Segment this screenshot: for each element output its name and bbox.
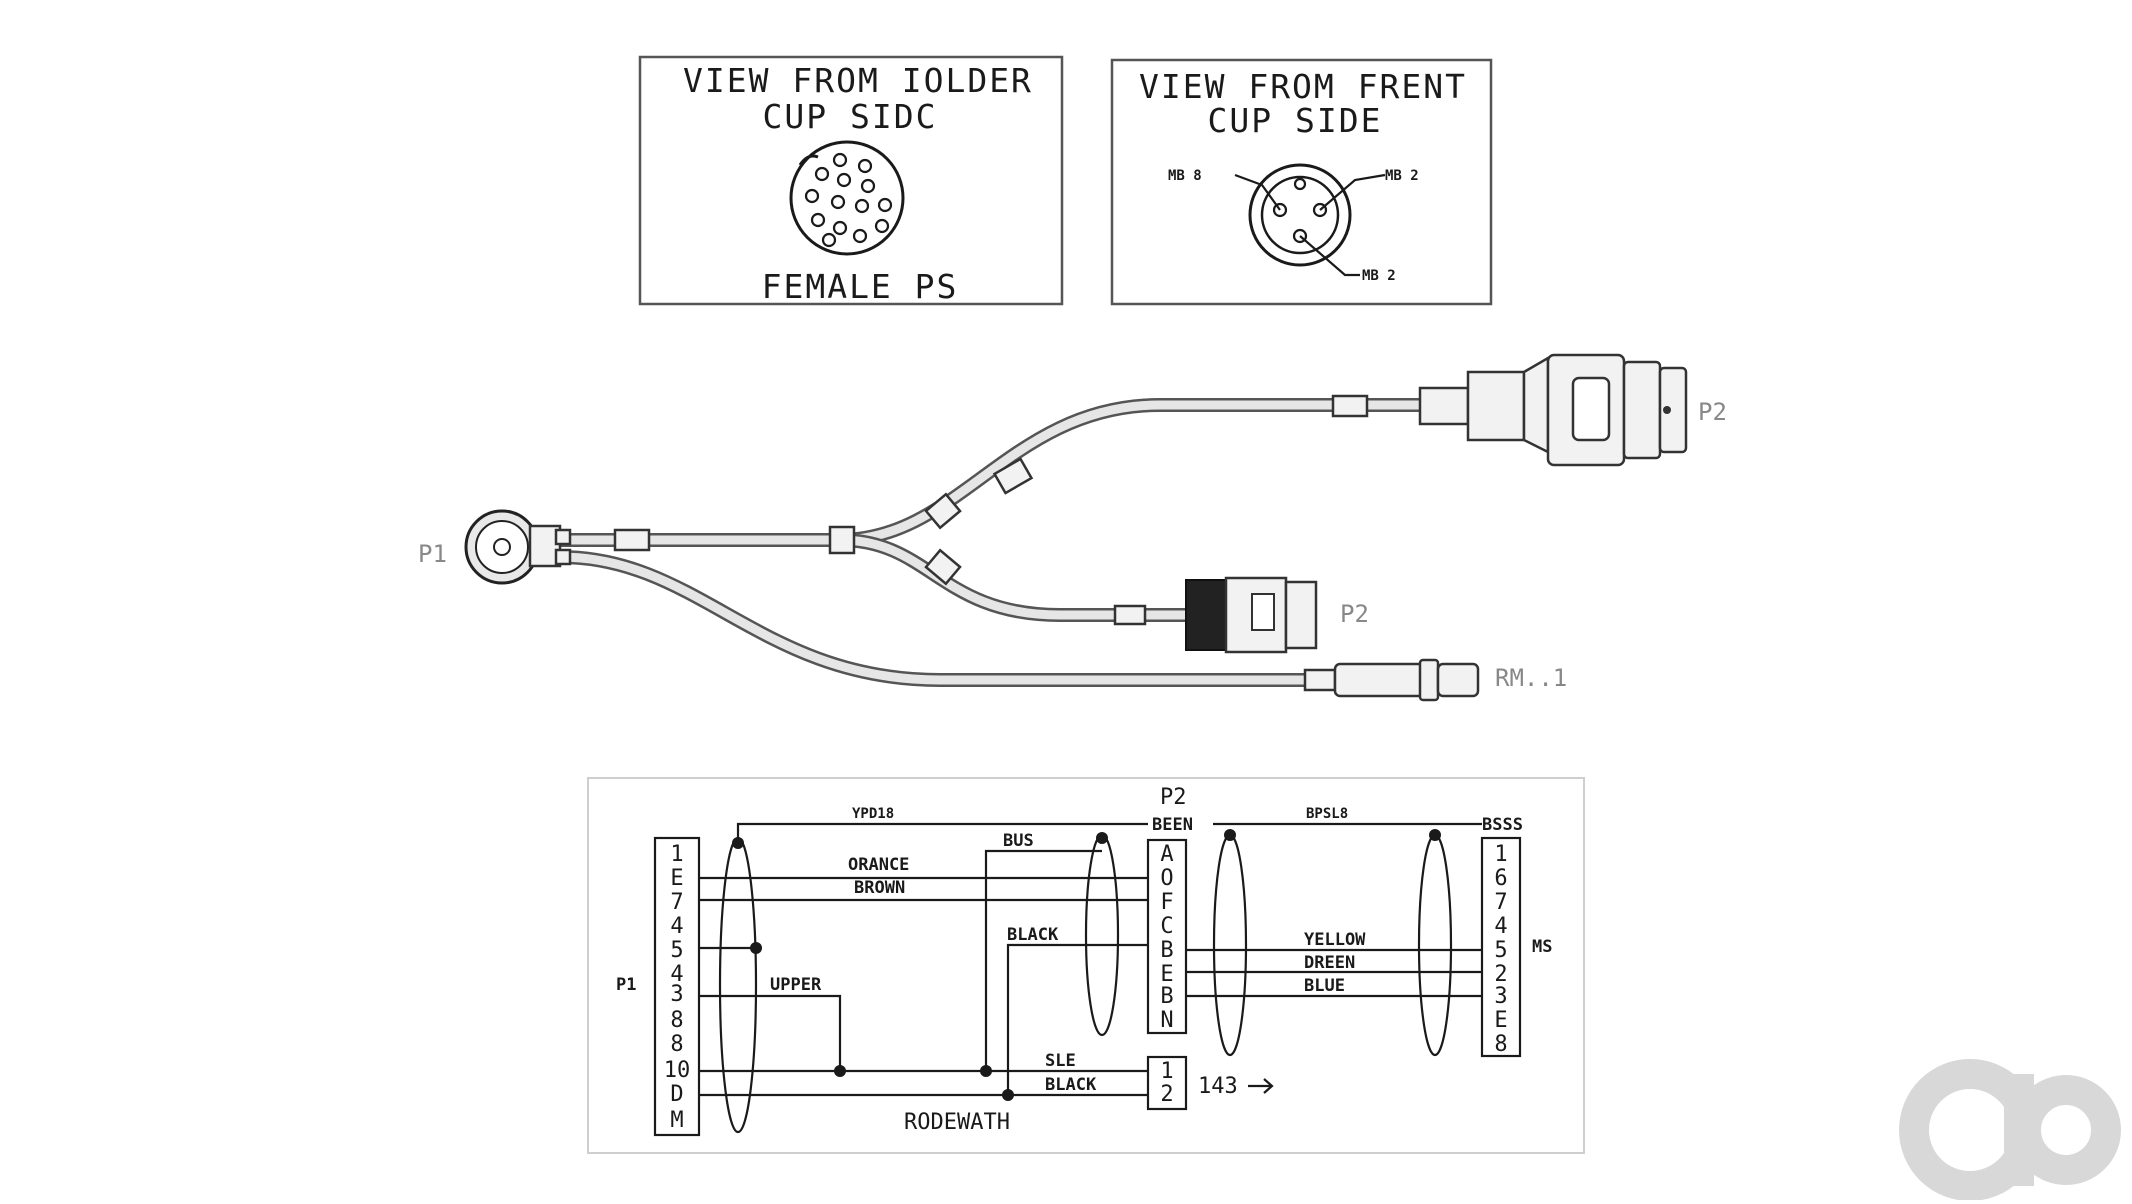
schematic-p2-label: P2 xyxy=(1160,785,1187,810)
p2-header: BEEN xyxy=(1152,815,1193,835)
detail-left-caption: FEMALE PS xyxy=(762,267,959,306)
wire-green-label: DREEN xyxy=(1304,953,1355,973)
ms-pin: 7 xyxy=(1494,890,1507,915)
p2-top-label: P2 xyxy=(1698,398,1727,426)
wire-black-low-label: BLACK xyxy=(1045,1075,1097,1095)
schematic-p1-label: P1 xyxy=(616,975,636,995)
mb-pin-label-3: MB 2 xyxy=(1362,268,1396,284)
detail-right-title-2: CUP SIDE xyxy=(1208,101,1383,140)
p1-pin: M xyxy=(670,1108,683,1133)
p2-pin: E xyxy=(1160,962,1173,987)
male-connector-face-icon xyxy=(1234,163,1386,277)
wire-black-mid-label: BLACK xyxy=(1007,925,1059,945)
wire-brown-label: BROWN xyxy=(854,878,905,898)
wire-yellow-label: YELLOW xyxy=(1304,930,1366,950)
p1-pin: 4 xyxy=(670,962,683,987)
ms-pin: 5 xyxy=(1494,938,1507,963)
p1-pin-list: 1 E 7 4 5 4 3 8 8 10 D M xyxy=(664,842,691,1133)
wiring-schematic: 1 E 7 4 5 4 3 8 8 10 D M P1 A O F C B E … xyxy=(587,777,1585,1154)
ms-pin: 1 xyxy=(1494,842,1507,867)
ms-pin: 4 xyxy=(1494,914,1507,939)
p1-pin: 8 xyxy=(670,1032,683,1057)
wire-bus-label: BUS xyxy=(1003,831,1034,851)
shield-label-left: YPD18 xyxy=(852,806,894,822)
p2-circular-connector-icon xyxy=(1418,353,1688,467)
rm-label: RM..1 xyxy=(1495,664,1567,692)
rm-barrel-connector-icon xyxy=(1333,658,1480,702)
p1-label: P1 xyxy=(418,540,447,568)
ms-pin: 8 xyxy=(1494,1032,1507,1057)
detail-left-title-2: CUP SIDC xyxy=(763,97,938,136)
shield-label-right: BPSL8 xyxy=(1306,806,1348,822)
mb-pin-label-2: MB 2 xyxy=(1385,168,1419,184)
p1-round-connector-icon xyxy=(464,509,572,585)
ms-pin-list: 1 6 7 4 5 2 3 E 8 xyxy=(1494,842,1507,1057)
p1-pin: 3 xyxy=(670,982,683,1007)
ms-pin: 3 xyxy=(1494,984,1507,1009)
p2-aux-pin: 2 xyxy=(1160,1082,1173,1107)
p2-pin-list: A O F C B E B N 1 2 xyxy=(1160,842,1173,1107)
p2-pin: F xyxy=(1160,890,1173,915)
p2-pin: O xyxy=(1160,866,1173,891)
p1-pin: E xyxy=(670,866,683,891)
female-connector-face-icon xyxy=(789,140,905,256)
p1-pin: D xyxy=(670,1082,683,1107)
detail-left-title-1: VIEW FROM IOLDER xyxy=(683,61,1033,100)
schematic-footer: RODEWATH xyxy=(904,1110,1010,1135)
p1-pin: 7 xyxy=(670,890,683,915)
p2-aux-pin: 1 xyxy=(1160,1059,1173,1084)
schematic-ms-label: MS xyxy=(1532,937,1552,957)
p2-pin: N xyxy=(1160,1008,1173,1033)
p1-pin: 1 xyxy=(670,842,683,867)
p2-pin: B xyxy=(1160,984,1173,1009)
ao-logo-icon xyxy=(1899,1059,2121,1201)
arrow-label: 143 xyxy=(1198,1074,1238,1099)
p1-pin: 8 xyxy=(670,1008,683,1033)
p2-pin: C xyxy=(1160,914,1173,939)
mb-pin-label-1: MB 8 xyxy=(1168,168,1202,184)
detail-right-title-1: VIEW FROM FRENT xyxy=(1139,67,1467,106)
detail-view-right: VIEW FROM FRENT CUP SIDE MB 8 MB 2 MB 2 xyxy=(1110,58,1493,306)
wire-sle-label: SLE xyxy=(1045,1051,1076,1071)
ms-header: BSSS xyxy=(1482,815,1523,835)
wire-blue-label: BLUE xyxy=(1304,976,1345,996)
ms-pin: 6 xyxy=(1494,866,1507,891)
wire-upper-label: UPPER xyxy=(770,975,822,995)
p2-pin: B xyxy=(1160,938,1173,963)
p1-pin: 4 xyxy=(670,914,683,939)
wire-orange-label: ORANCE xyxy=(848,855,909,875)
detail-view-left: VIEW FROM IOLDER CUP SIDC FEMALE PS xyxy=(638,55,1064,306)
p1-pin: 10 xyxy=(664,1058,691,1083)
p2-dsub-connector-icon xyxy=(1185,576,1318,654)
p1-pin: 5 xyxy=(670,938,683,963)
cable-harness: P1 P2 P2 RM..1 xyxy=(418,353,1727,702)
ms-pin: 2 xyxy=(1494,962,1507,987)
p2-mid-label: P2 xyxy=(1340,600,1369,628)
p2-pin: A xyxy=(1160,842,1173,867)
ms-pin: E xyxy=(1494,1008,1507,1033)
